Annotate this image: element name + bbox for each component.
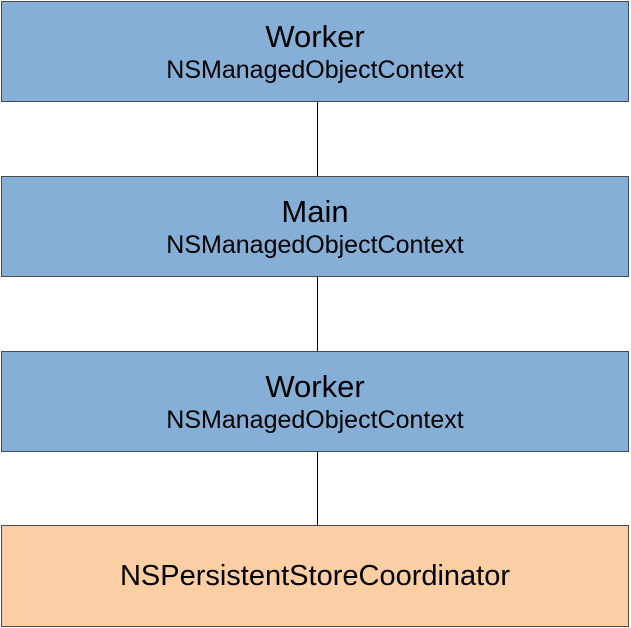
node-title: NSPersistentStoreCoordinator (119, 560, 511, 592)
node-title: Main (281, 193, 349, 229)
node-title: Worker (265, 368, 365, 404)
node-subtitle: NSManagedObjectContext (166, 55, 464, 84)
worker-context-box-top: Worker NSManagedObjectContext (1, 1, 629, 102)
node-subtitle: NSManagedObjectContext (166, 405, 464, 434)
connector-line (317, 102, 318, 176)
connector-line (317, 452, 318, 525)
main-context-box: Main NSManagedObjectContext (1, 176, 629, 277)
worker-context-box-bottom: Worker NSManagedObjectContext (1, 351, 629, 452)
node-title: Worker (265, 18, 365, 54)
persistent-store-coordinator-box: NSPersistentStoreCoordinator (1, 525, 629, 627)
connector-line (317, 277, 318, 351)
node-subtitle: NSManagedObjectContext (166, 230, 464, 259)
